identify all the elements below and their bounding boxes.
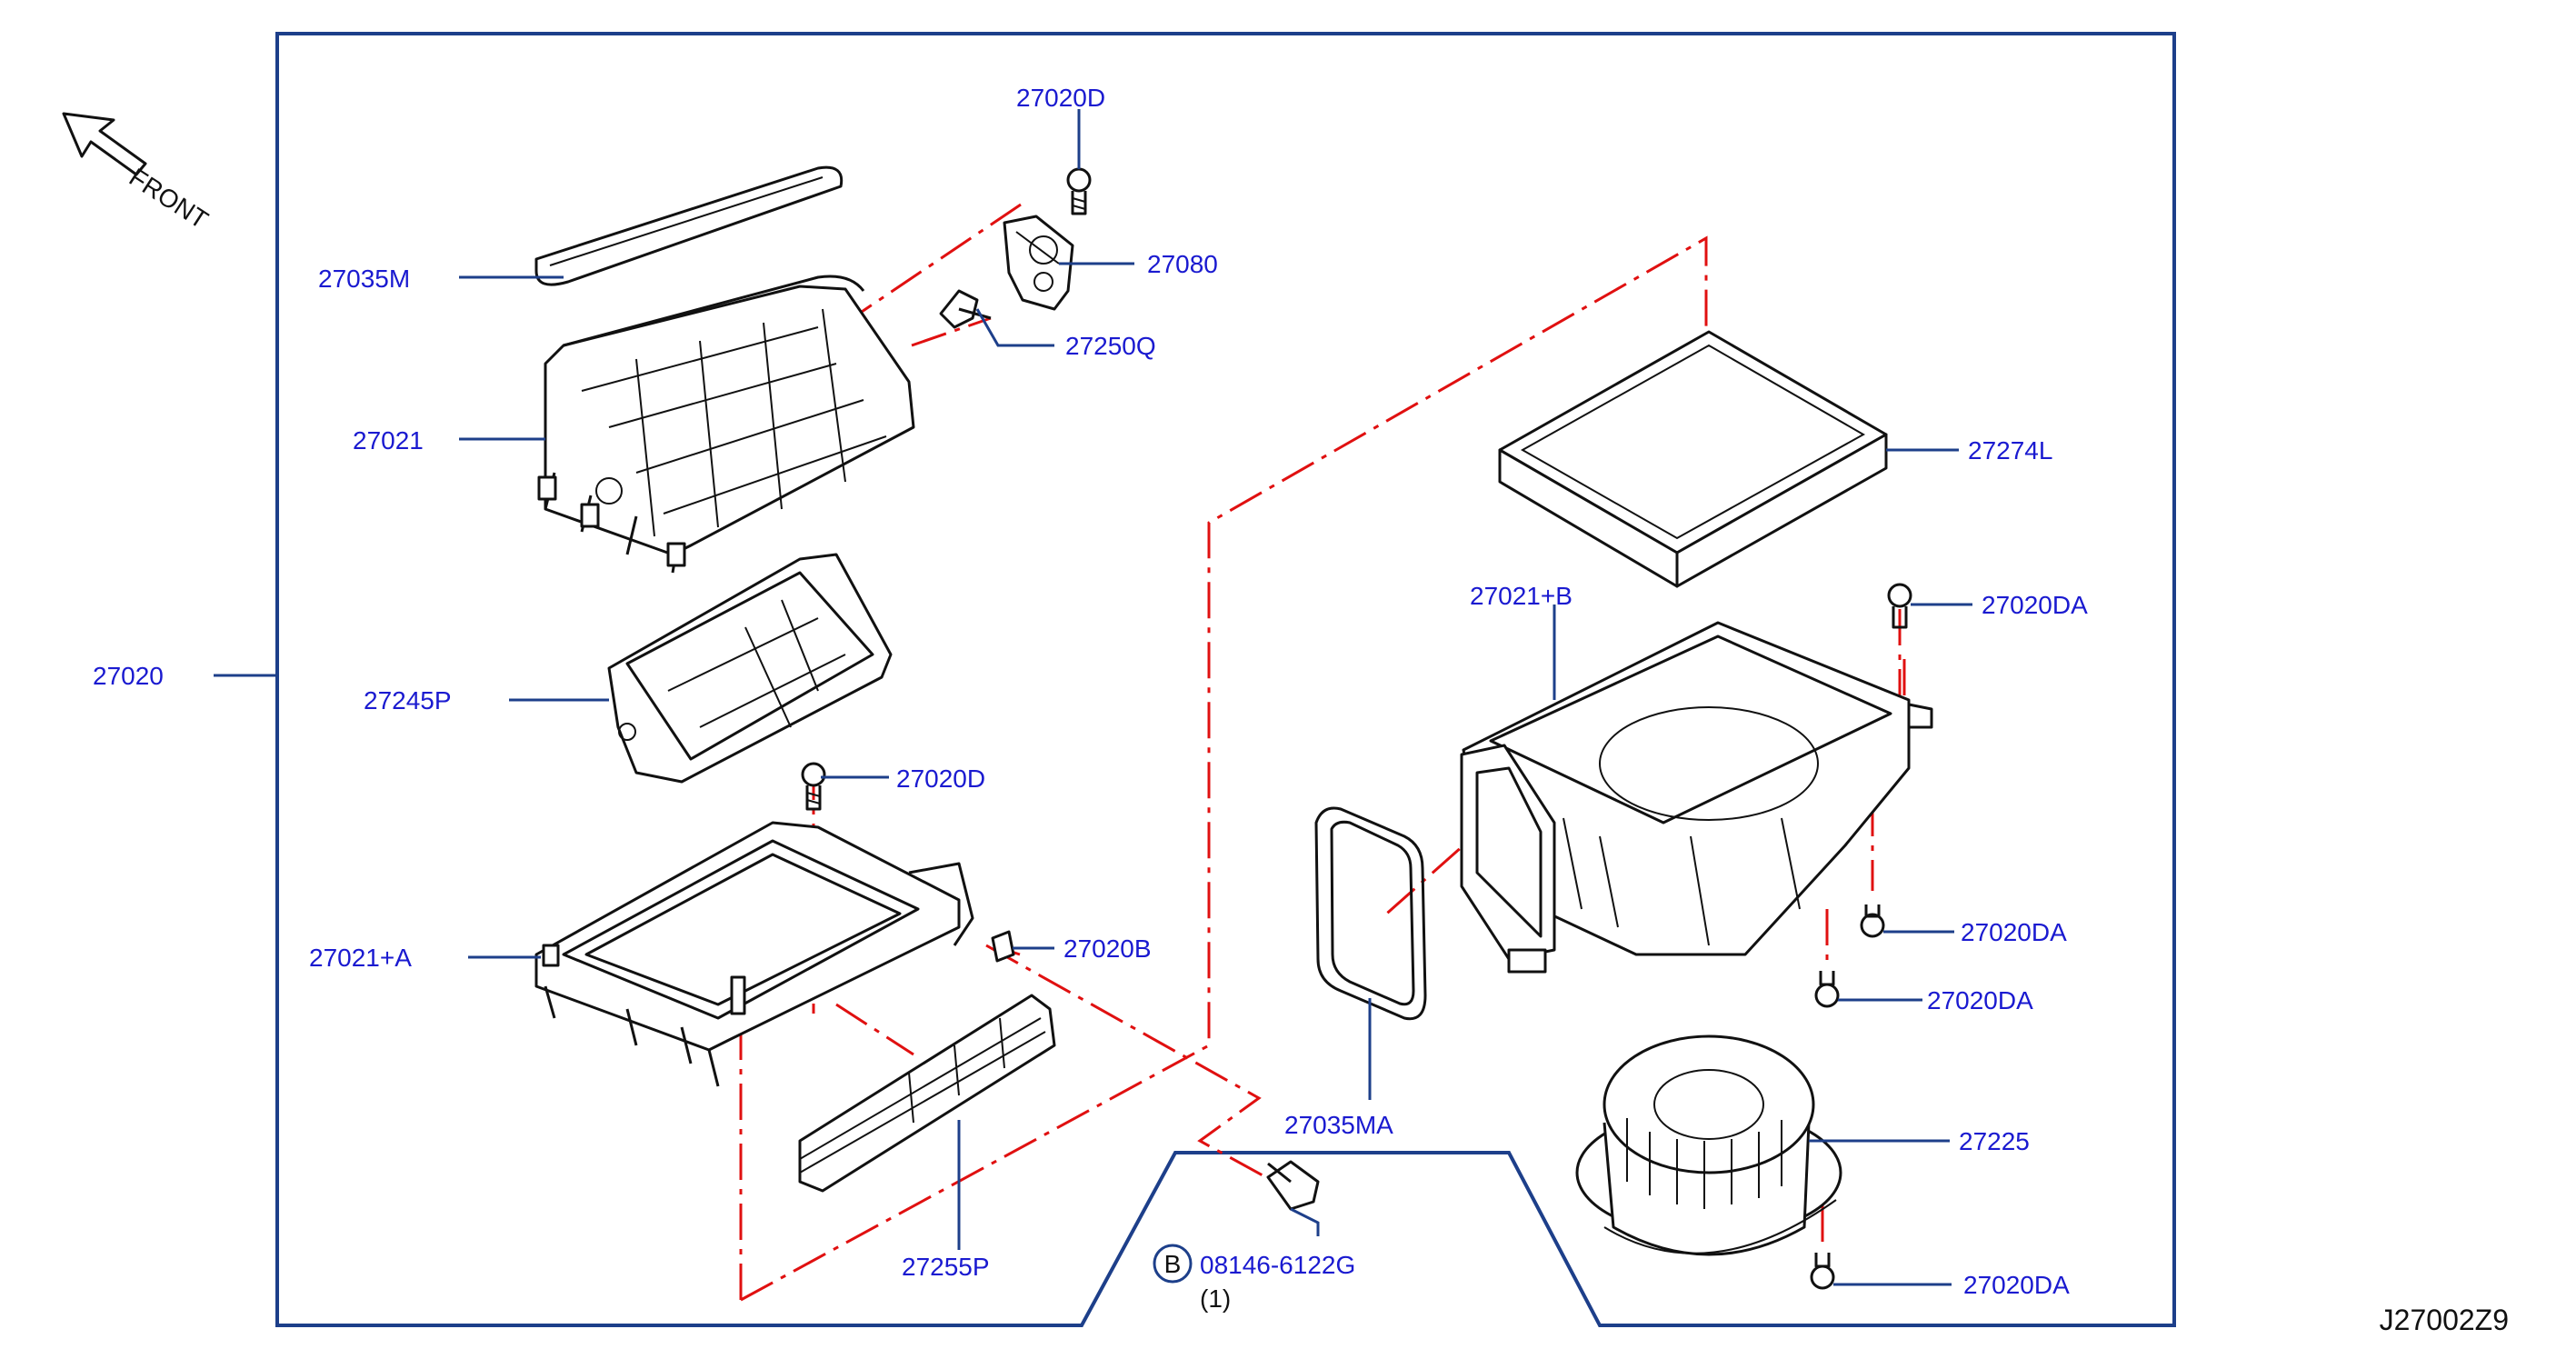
drawing-code: J27002Z9 [2380,1304,2509,1336]
leader-lines [214,109,1972,1286]
label-27020: 27020 [93,662,164,690]
screw-27020DA-1-icon [1887,583,1912,629]
gasket-27035MA [1314,806,1427,1021]
label-27080: 27080 [1147,250,1218,278]
screw-27020DA-3-icon [1814,971,1840,1008]
panel-27255P [798,994,1056,1193]
label-bolt-number: 08146-6122G [1200,1251,1355,1279]
label-27035MA: 27035MA [1284,1111,1393,1139]
label-27020B: 27020B [1063,934,1152,963]
label-bolt-qty: (1) [1200,1284,1231,1313]
screw-27020D-mid-icon [801,762,826,811]
lower-case-27021A [534,821,974,1087]
sensor-27250Q [939,289,992,329]
label-27020DA-2: 27020DA [1961,918,2067,946]
blower-housing-27021B [1460,621,1933,974]
screw-27020D-top-icon [1066,167,1092,215]
label-27245P: 27245P [364,686,452,714]
screw-27020DA-2-icon [1860,904,1885,938]
label-27035M: 27035M [318,265,410,293]
intake-door-27245P [607,553,893,784]
upper-case-27021 [537,275,915,574]
label-27274L: 27274L [1968,436,2052,465]
bolt-mark-letter: B [1164,1250,1182,1278]
filter-27274L [1498,330,1888,588]
blower-motor-27225 [1575,1034,1842,1256]
front-arrow-icon [62,112,147,176]
label-27020DA-3: 27020DA [1927,986,2033,1014]
front-label: FRONT [125,163,214,235]
label-27021: 27021 [353,426,424,455]
label-27020DA-4: 27020DA [1963,1271,2070,1299]
clip-27020B-icon [991,930,1015,963]
label-27020D-mid: 27020D [896,764,985,793]
label-27255P: 27255P [902,1253,990,1281]
bolt-mark-circle [1153,1244,1193,1284]
label-27250Q: 27250Q [1065,332,1156,360]
label-27020DA-1: 27020DA [1982,591,2088,619]
actuator-27080 [1003,215,1074,311]
screw-27020DA-4-icon [1810,1253,1835,1290]
label-27021A: 27021+A [309,944,412,972]
label-27021B: 27021+B [1470,582,1573,610]
bolt-08146-6122G-icon [1266,1160,1320,1211]
assembly-frame [275,32,2176,1327]
label-27020D-top: 27020D [1016,84,1105,112]
label-27225: 27225 [1959,1127,2030,1155]
seal-27035M [534,165,844,286]
